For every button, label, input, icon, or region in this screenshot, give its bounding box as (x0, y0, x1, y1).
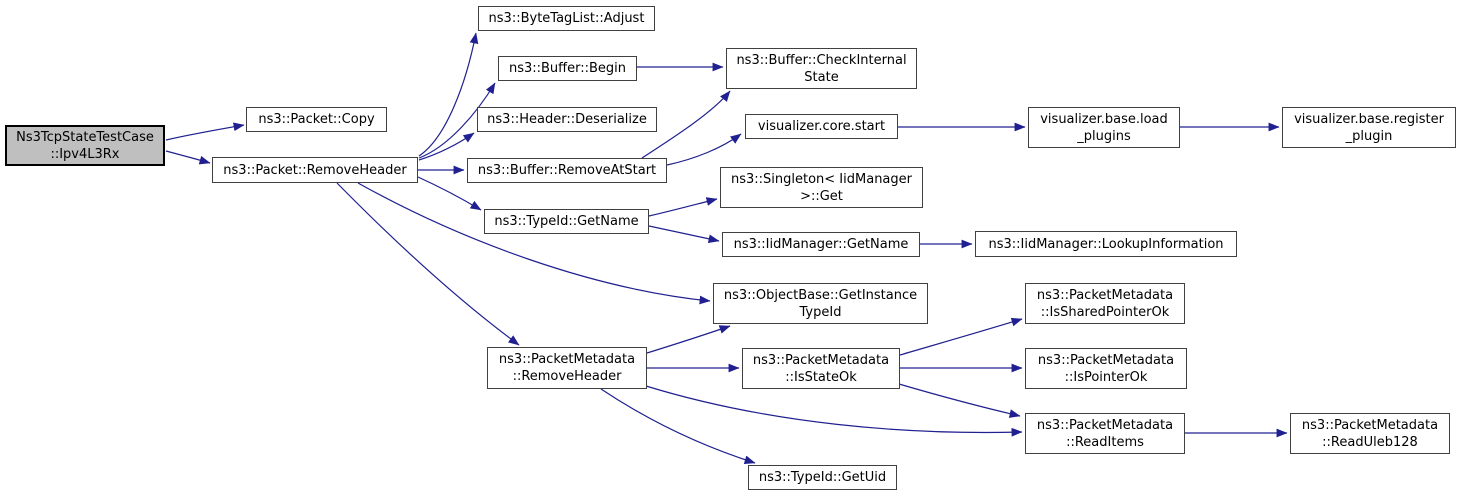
node-ns3-typeid-getname[interactable]: ns3::TypeId::GetName (484, 209, 649, 234)
node-ns3-packetmetadata-issharedpointerok[interactable]: ns3::PacketMetadata ::IsSharedPointerOk (1025, 283, 1185, 324)
node-ns3-iidmanager-getname[interactable]: ns3::IidManager::GetName (722, 232, 920, 257)
node-ns3-buffer-checkinternalstate[interactable]: ns3::Buffer::CheckInternal State (726, 48, 917, 89)
node-ns3-packet-removeheader[interactable]: ns3::Packet::RemoveHeader (212, 157, 418, 183)
node-visualizer-core-start[interactable]: visualizer.core.start (745, 114, 898, 139)
node-ns3-objectbase-getinstancetypeid[interactable]: ns3::ObjectBase::GetInstance TypeId (713, 283, 928, 324)
node-ns3-packetmetadata-isstateok[interactable]: ns3::PacketMetadata ::IsStateOk (742, 348, 900, 389)
node-ns3-typeid-getuid[interactable]: ns3::TypeId::GetUid (748, 465, 897, 490)
node-visualizer-base-register-plugin[interactable]: visualizer.base.register _plugin (1282, 107, 1456, 148)
node-ns3-packetmetadata-readuleb128[interactable]: ns3::PacketMetadata ::ReadUleb128 (1290, 413, 1450, 454)
node-ns3-bytetaglist-adjust[interactable]: ns3::ByteTagList::Adjust (478, 6, 655, 31)
node-ns3-packetmetadata-removeheader[interactable]: ns3::PacketMetadata ::RemoveHeader (487, 347, 647, 389)
node-ns3-iidmanager-lookupinformation[interactable]: ns3::IidManager::LookupInformation (975, 231, 1237, 257)
node-ns3-buffer-removeatstart[interactable]: ns3::Buffer::RemoveAtStart (467, 158, 667, 183)
node-ns3-buffer-begin[interactable]: ns3::Buffer::Begin (498, 56, 637, 81)
node-visualizer-base-load-plugins[interactable]: visualizer.base.load _plugins (1028, 107, 1180, 148)
node-ns3-packet-copy[interactable]: ns3::Packet::Copy (246, 107, 387, 132)
node-ns3-packetmetadata-ispointerok[interactable]: ns3::PacketMetadata ::IsPointerOk (1025, 348, 1187, 389)
node-ns3tcpstatetestcase-ipv4l3rx: Ns3TcpStateTestCase ::Ipv4L3Rx (5, 125, 165, 166)
node-ns3-packetmetadata-readitems[interactable]: ns3::PacketMetadata ::ReadItems (1025, 413, 1185, 454)
node-ns3-header-deserialize[interactable]: ns3::Header::Deserialize (477, 107, 657, 132)
node-ns3-singleton-iidmanager-get[interactable]: ns3::Singleton< IidManager >::Get (720, 167, 923, 208)
